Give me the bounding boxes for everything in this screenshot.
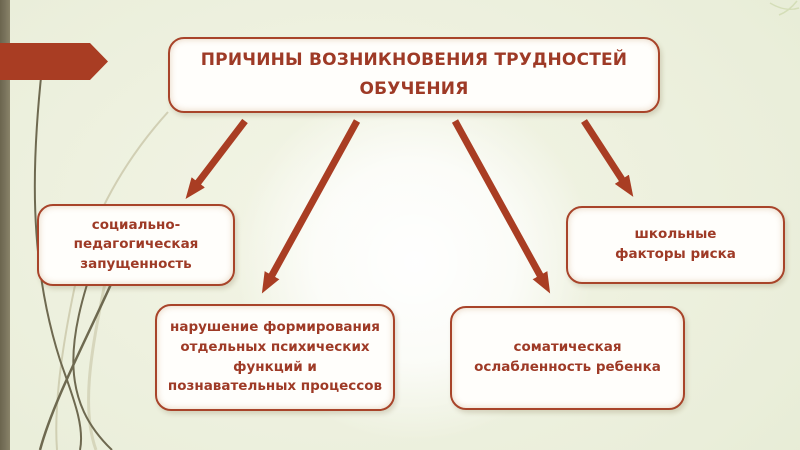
cause-label: нарушение формирования отдельных психиче… xyxy=(167,319,383,395)
corner-sprig-decoration xyxy=(769,0,800,16)
arrow-to-cause-4 xyxy=(581,119,634,197)
cause-box-social-pedagogical: социально-педагогическая запущенность xyxy=(37,204,235,286)
cause-label: социально-педагогическая запущенность xyxy=(73,216,199,272)
arrow-to-cause-1 xyxy=(185,118,248,200)
cause-label: школьные факторы риска xyxy=(615,226,736,262)
cause-box-school-risk-factors: школьные факторы риска xyxy=(566,206,785,284)
cause-box-mental-functions: нарушение формирования отдельных психиче… xyxy=(155,304,395,411)
arrow-to-cause-3 xyxy=(451,119,551,294)
left-accent-arrow xyxy=(0,43,108,80)
cause-label: соматическая ослабленность ребенка xyxy=(474,339,661,375)
arrow-to-cause-2 xyxy=(261,119,361,294)
cause-box-somatic-weakness: соматическая ослабленность ребенка xyxy=(450,306,685,410)
title-box: ПРИЧИНЫ ВОЗНИКНОВЕНИЯ ТРУДНОСТЕЙ ОБУЧЕНИ… xyxy=(168,37,660,113)
left-accent-bar xyxy=(0,0,10,450)
slide-title: ПРИЧИНЫ ВОЗНИКНОВЕНИЯ ТРУДНОСТЕЙ ОБУЧЕНИ… xyxy=(200,50,628,99)
